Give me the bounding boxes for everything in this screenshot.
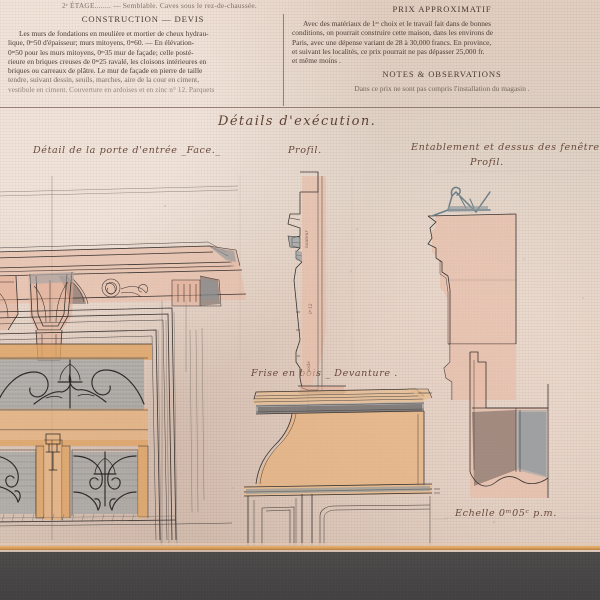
paper-speck bbox=[164, 205, 166, 207]
paper-speck bbox=[493, 521, 495, 523]
paper-speck bbox=[356, 228, 358, 230]
plate-guide-lines bbox=[239, 169, 600, 520]
caption-entablature-line2: Profil. bbox=[470, 157, 504, 168]
paper-speck bbox=[523, 258, 525, 260]
devis-line: vestibule en ciment. Couverture en ardoi… bbox=[8, 84, 215, 94]
caption-profil-center: Profil. bbox=[288, 145, 322, 156]
door-lower-leaves bbox=[0, 430, 149, 520]
mount-texture bbox=[0, 552, 600, 600]
doorway-cornice bbox=[0, 241, 241, 273]
heading-notes-observations: NOTES & OBSERVATIONS bbox=[382, 69, 502, 80]
column-prix-approximatif: PRIX APPROXIMATIF Avec des matériaux de … bbox=[292, 0, 592, 94]
paper-speck bbox=[582, 297, 584, 299]
profil-annotation: 0ᵐ12 bbox=[308, 303, 313, 314]
door-dentil-block bbox=[171, 275, 222, 307]
devis-line: 0ᵐ50 pour les murs mitoyens, 0ᵐ35 mur de… bbox=[8, 47, 194, 57]
prix-line: et suivant les localités, ce prix pourra… bbox=[292, 46, 485, 56]
caption-echelle: Echelle 0ᵐ05ᶜ p.m. bbox=[455, 508, 557, 519]
drawing-profil-section: hauteur 0ᵐ12 socle bbox=[287, 171, 346, 412]
devis-line: rieure en briques creuses de 0ᵐ25 ravalé… bbox=[8, 56, 207, 66]
top-line-floor-note: 2ᵉ ÉTAGE........ — Semblable. Caves sous… bbox=[62, 1, 257, 10]
devis-line: tendre, suivant dessin, seuils, marches,… bbox=[8, 75, 200, 85]
column-construction-devis: CONSTRUCTION — DEVIS Les murs de fondati… bbox=[8, 0, 278, 94]
zinc-cresting bbox=[431, 186, 491, 217]
caption-door-detail-face: Détail de la porte d'entrée _Face._ bbox=[33, 145, 221, 156]
heading-prix-approximatif: PRIX APPROXIMATIF bbox=[392, 4, 492, 14]
drawing-frise-devanture bbox=[243, 388, 440, 545]
caption-frise-en-bois-devanture: Frise en bois _ Devanture . bbox=[251, 368, 398, 379]
prix-line: conditions, on pourrait construire cette… bbox=[292, 28, 493, 38]
notes-line: Dans ce prix ne sont pas compris l'insta… bbox=[354, 84, 530, 94]
plate-title-details-execution: Détails d'exécution. bbox=[218, 114, 377, 129]
prix-line: Paris, avec une dépense variant de 28 à … bbox=[292, 37, 492, 47]
column-divider bbox=[283, 14, 284, 106]
paper-speck bbox=[330, 56, 332, 58]
door-transom-ironwork bbox=[0, 343, 152, 431]
door-threshold bbox=[0, 513, 177, 527]
devis-line: lique, 0ᵐ50 d'épaisseur; murs mitoyens, … bbox=[8, 38, 195, 48]
caption-entablature-line1: Entablement et dessus des fenêtres bbox=[411, 142, 600, 153]
paper-speck bbox=[350, 270, 352, 272]
ground-hatch bbox=[1, 513, 135, 523]
door-handle-plate bbox=[45, 433, 61, 471]
door-surround-mouldings bbox=[0, 307, 177, 541]
prix-line: Avec des matériaux de 1ᵉʳ choix et le tr… bbox=[303, 19, 492, 28]
door-jamb-reveal-lines bbox=[157, 311, 205, 546]
baseline-right bbox=[175, 522, 233, 525]
devis-line: Les murs de fondations en meulière et mo… bbox=[19, 29, 209, 38]
profil-annotation: socle bbox=[306, 361, 311, 372]
profil-annotation: hauteur bbox=[305, 230, 310, 248]
mount-board bbox=[0, 552, 600, 600]
mount-accent-rule bbox=[0, 546, 600, 550]
paper-speck bbox=[232, 487, 234, 489]
prix-line: et même moins . bbox=[292, 56, 341, 66]
heading-construction-devis: CONSTRUCTION — DEVIS bbox=[81, 14, 205, 24]
text-block-bottom-rule bbox=[0, 107, 600, 108]
mount-highlight-line bbox=[0, 543, 600, 545]
devis-line: briques ou carreaux de plâtre. Le mur de… bbox=[8, 66, 203, 76]
drawing-pilaster-jamb bbox=[469, 351, 549, 498]
letterpress-text-block: 2ᵉ ÉTAGE........ — Semblable. Caves sous… bbox=[0, 0, 600, 108]
